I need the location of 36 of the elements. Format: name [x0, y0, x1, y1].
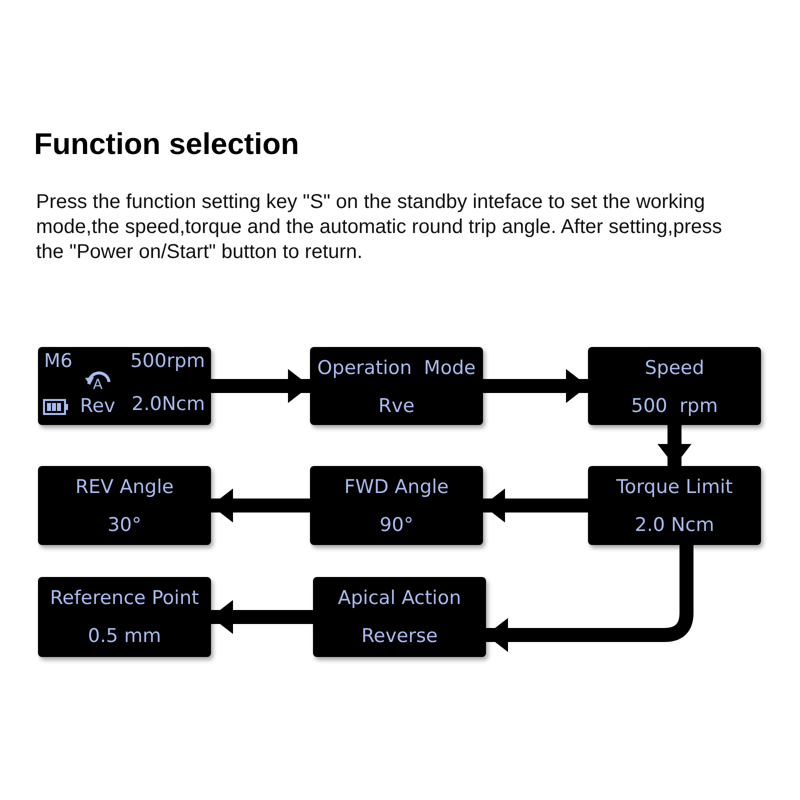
display-screen — [588, 466, 761, 545]
display-screen — [310, 466, 483, 545]
arrow — [211, 488, 310, 522]
screen-text: 90° — [378, 514, 414, 536]
display-screen — [313, 577, 486, 657]
screen-text: Apical Action — [336, 587, 462, 609]
screen-text: 30° — [106, 514, 142, 536]
display-screen — [38, 577, 211, 657]
arrow — [486, 545, 694, 652]
screen-text: Reference Point — [49, 587, 200, 609]
arrow — [483, 369, 588, 403]
screen-text: REV Angle — [74, 476, 175, 498]
screen-text: 2.0Ncm — [132, 393, 205, 415]
screen-text: Reverse — [360, 625, 439, 647]
screen-text: Rve — [377, 395, 416, 417]
screen-text: M6 — [44, 350, 72, 372]
display-screen — [38, 466, 211, 545]
screen-text: A — [93, 377, 103, 393]
display-screen — [310, 347, 483, 425]
arrow — [658, 425, 692, 466]
display-screen — [588, 347, 761, 425]
display-screen — [38, 347, 211, 425]
title: Function selection — [34, 128, 300, 162]
arrow — [483, 488, 588, 522]
screen-text: Speed — [644, 357, 706, 379]
screen-text: Operation Mode — [316, 357, 477, 379]
arrow — [211, 600, 313, 634]
screen-text: FWD Angle — [343, 476, 450, 498]
screen-text: 2.0 Ncm — [634, 514, 716, 536]
instruction-text: Press the function setting key "S" on the standby inteface to set the working mode,the speed,torque and the automatic round trip angle. After setting,press the "Power on/Start" button to return. — [36, 190, 723, 265]
screen-text: 500rpm — [130, 350, 205, 372]
arrow — [211, 369, 310, 403]
screen-text: 500 rpm — [630, 395, 719, 417]
screen-text: 0.5 mm — [86, 625, 162, 647]
screen-text: Torque Limit — [615, 476, 734, 498]
screen-text: Rev — [80, 395, 116, 417]
